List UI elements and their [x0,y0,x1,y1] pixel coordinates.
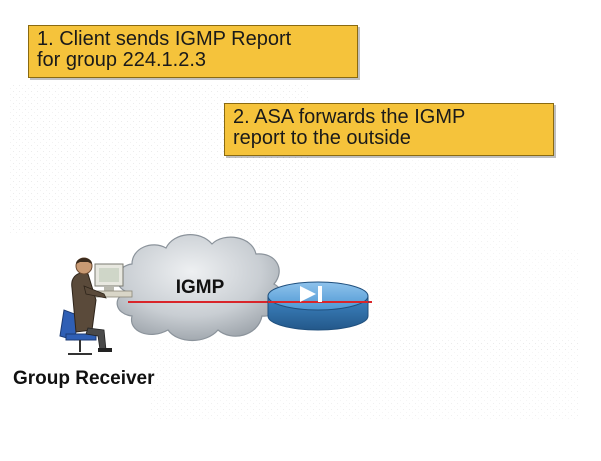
step-1-line-1: 1. Client sends IGMP Report [37,28,292,50]
step-2-callout: 2. ASA forwards the IGMP report to the o… [224,103,554,156]
cloud-label: IGMP [176,277,225,298]
step-2-line-1: 2. ASA forwards the IGMP [233,106,466,128]
receiver-person-icon [59,257,133,355]
asa-firewall-icon [267,281,369,331]
igmp-cloud: IGMP [116,234,284,342]
step-1-callout: 1. Client sends IGMP Report for group 22… [28,25,358,78]
step-2-line-2: report to the outside [233,127,411,149]
group-receiver-label: Group Receiver [13,368,155,389]
step-1-line-2: for group 224.1.2.3 [37,49,207,71]
